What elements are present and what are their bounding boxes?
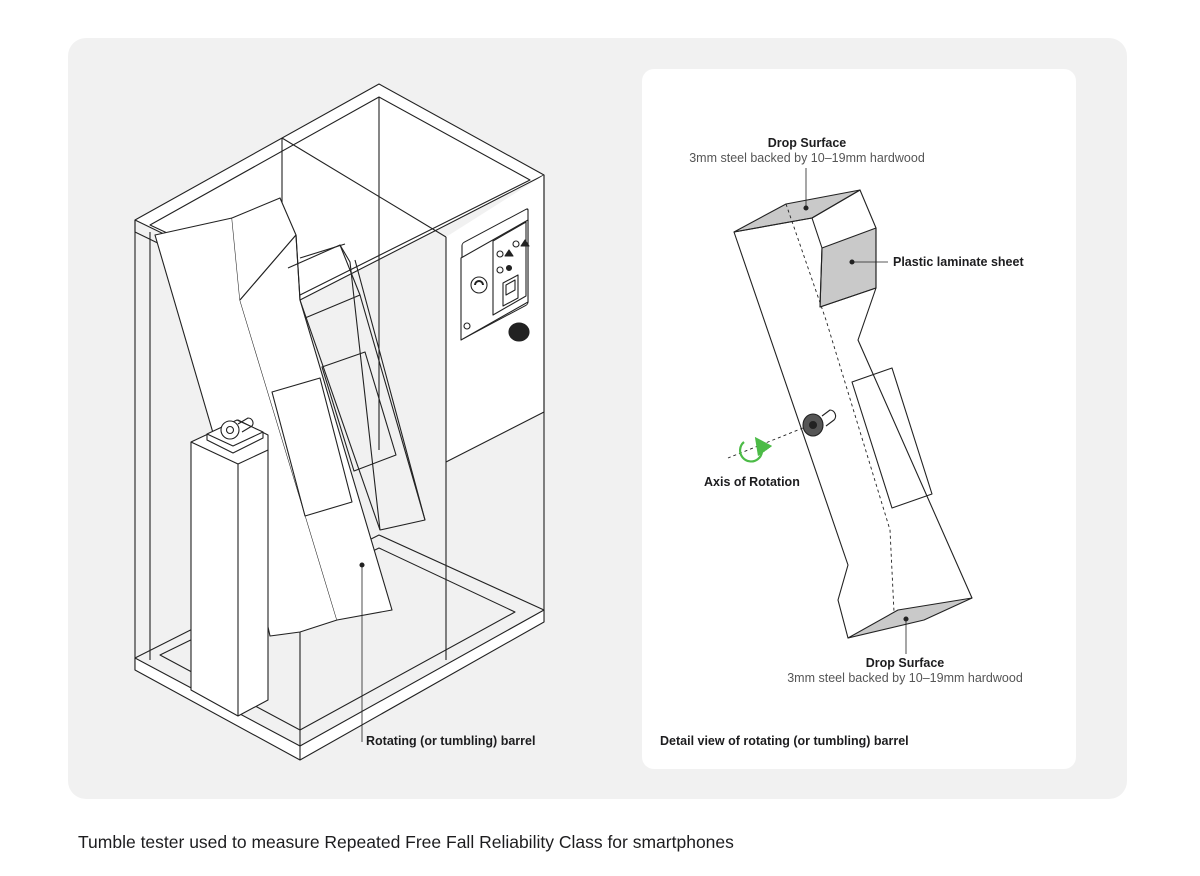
barrel-label: Rotating (or tumbling) barrel: [366, 734, 536, 748]
axis-of-rotation-label: Axis of Rotation: [704, 475, 800, 489]
rotation-arrow-icon: [739, 436, 773, 463]
detail-view-card: [642, 69, 1076, 769]
drop-surface-top-title: Drop Surface: [767, 136, 847, 150]
drop-surface-top-desc: 3mm steel backed by 10–19mm hardwood: [689, 151, 925, 165]
drop-surface-bottom-desc: 3mm steel backed by 10–19mm hardwood: [787, 671, 1023, 685]
tumble-tester-machine: [134, 83, 545, 761]
plastic-laminate-label: Plastic laminate sheet: [893, 255, 1024, 269]
drop-surface-bottom-title: Drop Surface: [865, 656, 945, 670]
figure-caption: Tumble tester used to measure Repeated F…: [78, 832, 734, 852]
detail-barrel-drawing: [727, 168, 973, 654]
detail-view-label: Detail view of rotating (or tumbling) ba…: [660, 734, 909, 748]
